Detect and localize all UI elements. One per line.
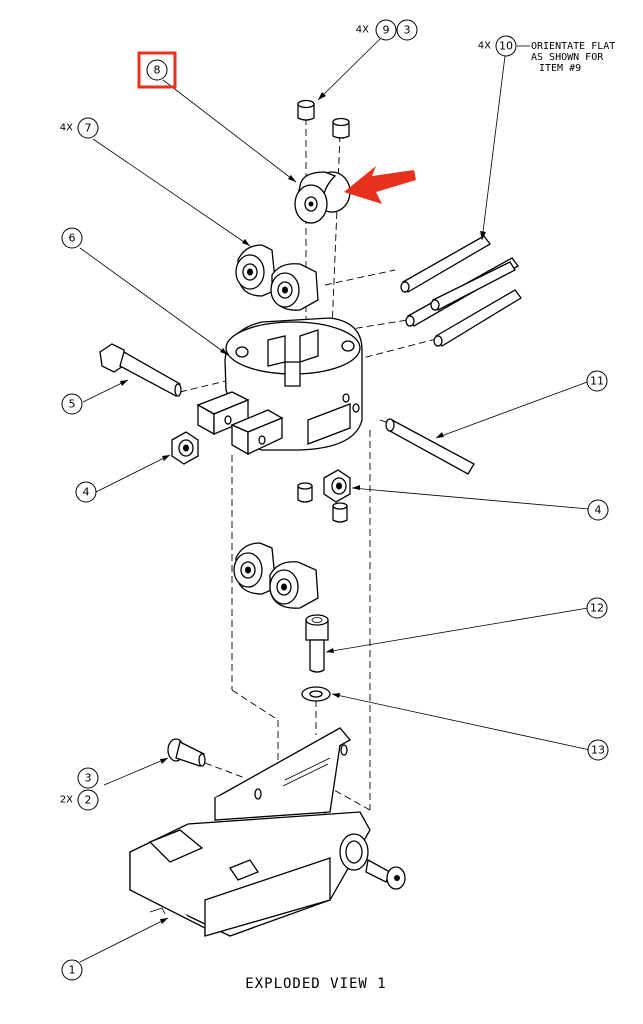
svg-text:6: 6 bbox=[69, 232, 76, 245]
svg-text:10: 10 bbox=[499, 40, 513, 53]
svg-text:13: 13 bbox=[591, 744, 605, 757]
svg-text:4X: 4X bbox=[478, 41, 491, 52]
svg-text:8: 8 bbox=[154, 64, 161, 77]
svg-text:ORIENTATE FLAT: ORIENTATE FLAT bbox=[531, 41, 615, 52]
washer-item-13 bbox=[301, 686, 331, 702]
svg-text:11: 11 bbox=[590, 375, 604, 388]
cap-disk-part bbox=[294, 171, 351, 224]
svg-text:4: 4 bbox=[83, 486, 90, 499]
button-screw-left bbox=[167, 738, 206, 767]
svg-text:2: 2 bbox=[85, 794, 92, 807]
pin-item-11 bbox=[385, 418, 475, 475]
set-screws-lower bbox=[297, 482, 348, 523]
main-body-part bbox=[196, 317, 363, 456]
svg-text:AS SHOWN FOR: AS SHOWN FOR bbox=[531, 52, 604, 63]
svg-text:3: 3 bbox=[85, 772, 92, 785]
nut-left bbox=[171, 431, 199, 465]
svg-text:4X: 4X bbox=[60, 123, 73, 134]
set-screw-part bbox=[297, 99, 350, 139]
cap-screw-item-12 bbox=[305, 614, 329, 673]
nut-right bbox=[323, 469, 351, 503]
balloon-12: 12 bbox=[586, 597, 608, 619]
highlight-arrow bbox=[344, 166, 416, 204]
svg-text:2X: 2X bbox=[60, 795, 73, 806]
balloon-9-3: 4X 9 3 bbox=[356, 19, 418, 41]
svg-text:7: 7 bbox=[85, 122, 92, 135]
balloon-3-2: 3 2X 2 bbox=[60, 767, 99, 811]
balloon-11: 11 bbox=[586, 370, 608, 392]
orientation-note: ORIENTATE FLAT AS SHOWN FOR ITEM #9 bbox=[531, 41, 615, 74]
svg-text:5: 5 bbox=[69, 398, 76, 411]
balloon-5: 5 bbox=[61, 393, 83, 415]
balloon-4-right: 4 bbox=[587, 499, 609, 521]
leader-lines bbox=[79, 37, 591, 963]
svg-text:4: 4 bbox=[595, 504, 602, 517]
balloon-13: 13 bbox=[587, 739, 609, 761]
balloon-8: 8 bbox=[137, 51, 177, 89]
upper-rollers-part bbox=[235, 244, 319, 311]
balloon-7: 4X 7 bbox=[60, 117, 99, 139]
button-screw-right bbox=[365, 858, 406, 890]
bolt-item-5 bbox=[99, 343, 182, 397]
pins-item-10 bbox=[400, 235, 522, 347]
svg-text:9: 9 bbox=[383, 24, 390, 37]
svg-text:4X: 4X bbox=[356, 25, 369, 36]
svg-text:ITEM #9: ITEM #9 bbox=[539, 63, 581, 74]
balloon-10: 4X 10 bbox=[478, 35, 517, 57]
balloon-6: 6 bbox=[61, 227, 83, 249]
svg-text:1: 1 bbox=[69, 964, 76, 977]
balloon-1: 1 bbox=[61, 959, 83, 981]
view-title: EXPLODED VIEW 1 bbox=[245, 976, 386, 992]
lower-rollers-part bbox=[233, 542, 319, 609]
balloon-4-left: 4 bbox=[75, 481, 97, 503]
svg-text:12: 12 bbox=[590, 602, 604, 615]
base-item-1 bbox=[129, 727, 371, 937]
svg-text:3: 3 bbox=[404, 24, 411, 37]
